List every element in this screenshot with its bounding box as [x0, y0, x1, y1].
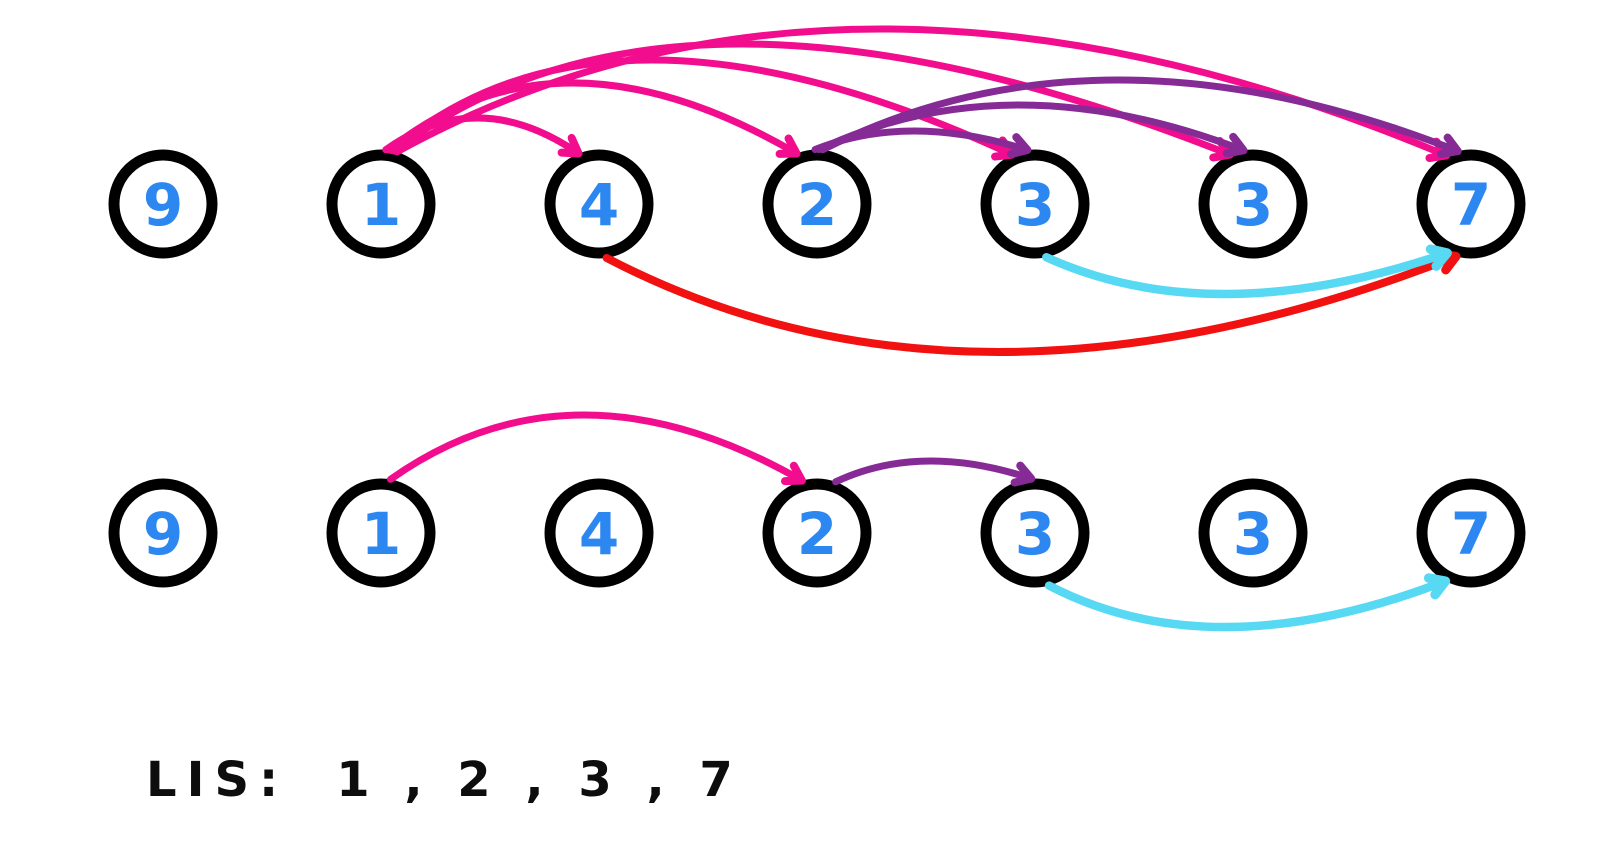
node-value: 3	[1015, 500, 1055, 568]
node-circle	[544, 478, 654, 588]
node-value: 4	[579, 500, 619, 568]
lis-caption-label: LIS:	[146, 752, 289, 808]
arrowhead-icon	[1437, 133, 1462, 159]
node-bottom-6: 7	[1416, 478, 1526, 588]
node-bottom-1: 1	[326, 478, 436, 588]
node-top-5: 3	[1198, 149, 1308, 259]
node-value: 2	[797, 171, 837, 239]
node-circle	[762, 149, 872, 259]
node-value: 1	[361, 500, 401, 568]
arrow-curve	[387, 56, 1016, 159]
node-value: 3	[1015, 171, 1055, 239]
arrowhead-icon	[1425, 244, 1452, 271]
node-circle	[108, 478, 218, 588]
node-top-6: 7	[1416, 149, 1526, 259]
arrow-curve	[815, 101, 1248, 154]
arrow-purple-top-3-to-6	[819, 76, 1462, 159]
node-value: 3	[1233, 171, 1273, 239]
node-value: 2	[797, 500, 837, 568]
node-circle	[980, 478, 1090, 588]
arrow-red-top-2-to-6	[602, 248, 1461, 356]
node-value: 3	[1233, 500, 1273, 568]
node-value: 1	[361, 171, 401, 239]
node-top-2: 4	[544, 149, 654, 259]
row-bottom-nodes: 9 1 4 2 3 3 7	[108, 478, 1526, 588]
arrowhead-icon	[1006, 133, 1032, 159]
node-bottom-0: 9	[108, 478, 218, 588]
node-value: 9	[143, 171, 183, 239]
node-value: 7	[1451, 171, 1491, 239]
arrowhead-icon	[1423, 573, 1451, 600]
arrow-curve	[390, 40, 1234, 159]
lis-caption-sequence: 1 , 2 , 3 , 7	[336, 752, 742, 808]
node-circle	[326, 149, 436, 259]
node-circle	[1416, 149, 1526, 259]
lis-caption: LIS: 1 , 2 , 3 , 7	[146, 752, 742, 808]
arrowhead-icon	[780, 461, 806, 486]
arrowhead-icon	[775, 134, 801, 158]
row-top-nodes: 9 1 4 2 3 3 7	[108, 149, 1526, 259]
node-circle	[326, 478, 436, 588]
arrow-curve	[1042, 248, 1452, 299]
node-bottom-2: 4	[544, 478, 654, 588]
node-value: 7	[1451, 500, 1491, 568]
node-bottom-4: 3	[980, 478, 1090, 588]
node-top-4: 3	[980, 149, 1090, 259]
node-top-3: 2	[762, 149, 872, 259]
arrow-pink-bottom-1-to-3	[386, 411, 806, 486]
arrow-cyan-bottom-4-to-6	[1044, 573, 1451, 632]
arrowhead-icon	[1010, 461, 1036, 487]
node-circle	[980, 149, 1090, 259]
arrow-curve	[386, 411, 806, 485]
arrow-curve	[832, 457, 1035, 486]
arrow-curve	[1044, 576, 1450, 632]
node-bottom-5: 3	[1198, 478, 1308, 588]
node-top-1: 1	[326, 149, 436, 259]
node-circle	[1198, 149, 1308, 259]
node-circle	[544, 149, 654, 259]
node-top-0: 9	[108, 149, 218, 259]
arrow-pink-top-1-to-5	[390, 40, 1234, 162]
arrow-purple-bottom-3-to-4	[832, 457, 1036, 487]
node-circle	[1416, 478, 1526, 588]
arrow-curve	[819, 76, 1462, 155]
arrowhead-icon	[1222, 132, 1248, 158]
node-circle	[1198, 478, 1308, 588]
arrow-purple-top-3-to-5	[815, 101, 1248, 158]
row-bottom-edges	[386, 411, 1451, 632]
node-circle	[108, 149, 218, 259]
node-value: 4	[579, 171, 619, 239]
arrow-curve	[602, 252, 1460, 356]
row-top-edges	[382, 25, 1462, 356]
node-circle	[762, 478, 872, 588]
node-value: 9	[143, 500, 183, 568]
node-bottom-3: 2	[762, 478, 872, 588]
arrowhead-icon	[557, 133, 583, 158]
arrow-cyan-top-4-to-6	[1042, 244, 1452, 299]
